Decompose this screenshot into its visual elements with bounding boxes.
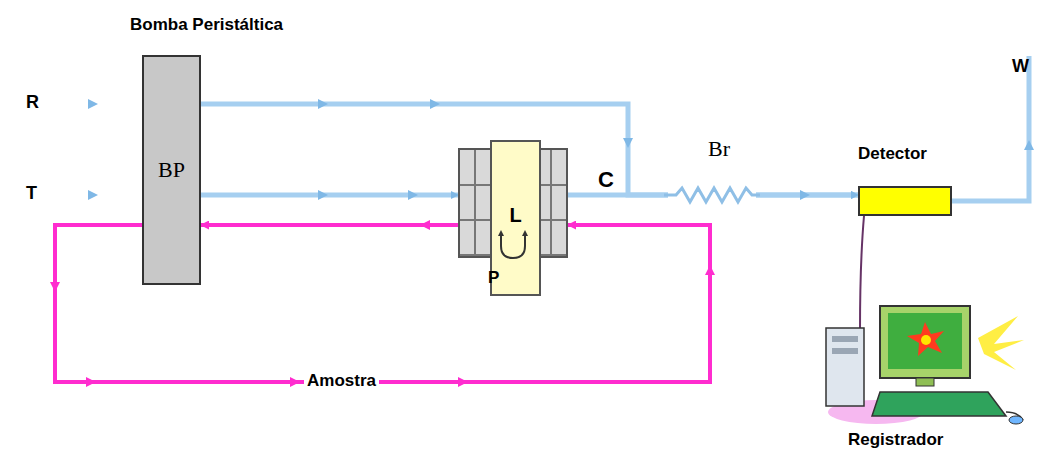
line-label: R <box>26 92 39 113</box>
pump-title: Bomba Peristáltica <box>130 15 283 35</box>
loop-arrow <box>498 230 504 236</box>
recorder-computer: Registrador <box>818 300 1028 452</box>
reactor-label: Br <box>708 136 730 162</box>
screen-burst <box>907 322 944 356</box>
mouse <box>1009 416 1023 424</box>
recorder-label: Registrador <box>848 430 943 450</box>
sample-loop <box>501 232 525 258</box>
waste-label: W <box>1012 56 1029 77</box>
injection-valve: LP <box>458 148 568 258</box>
flow-arrow <box>1024 140 1034 150</box>
grid-line <box>474 150 476 256</box>
valve-label: P <box>488 268 499 288</box>
waste-line <box>952 56 1029 201</box>
grid-line <box>550 150 552 256</box>
flash <box>978 316 1024 370</box>
flow-line <box>860 216 864 330</box>
drive-slot <box>832 348 858 354</box>
monitor-stand <box>916 378 934 386</box>
flow-line <box>201 223 458 227</box>
loop-label: L <box>492 204 539 227</box>
confluence-label: C <box>598 167 614 193</box>
sample-label: Amostra <box>304 371 379 391</box>
drive-slot <box>832 336 858 342</box>
line-label: T <box>26 183 37 204</box>
detector-title: Detector <box>858 144 927 164</box>
pump-label: BP <box>144 157 199 183</box>
pc-tower <box>826 328 864 406</box>
keyboard <box>872 392 1006 416</box>
flow-line <box>201 193 458 198</box>
screen-burst-core <box>921 335 931 345</box>
loop-arrow <box>522 230 528 236</box>
computer-icon <box>818 300 1028 430</box>
screen <box>888 313 962 369</box>
peristaltic-pump: Bomba PeristálticaBP <box>142 55 201 285</box>
detector-box: Detector <box>858 186 952 216</box>
monitor <box>880 306 970 378</box>
reactor-coil <box>664 188 760 202</box>
